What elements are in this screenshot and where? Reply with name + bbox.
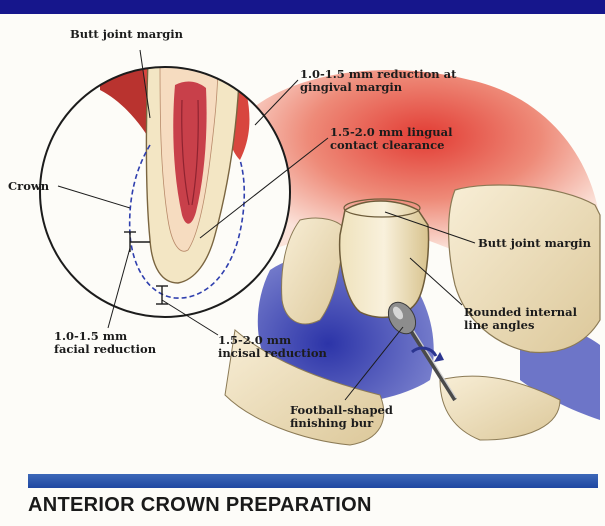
label-rounded-angles: Rounded internal line angles [464,306,577,332]
label-gingival-reduction: 1.0-1.5 mm reduction at gingival margin [300,68,456,94]
label-facial-reduction: 1.0-1.5 mm facial reduction [54,330,156,356]
header-band [0,0,605,14]
prepared-tooth [340,201,429,317]
page-title: ANTERIOR CROWN PREPARATION [28,494,372,517]
label-finishing-bur: Football-shaped finishing bur [290,404,393,430]
caption-bar [28,474,598,488]
label-butt-joint-top: Butt joint margin [70,28,183,41]
label-crown: Crown [8,180,49,193]
label-incisal-reduction: 1.5-2.0 mm incisal reduction [218,334,327,360]
label-butt-joint-right: Butt joint margin [478,237,591,250]
label-lingual-clearance: 1.5-2.0 mm lingual contact clearance [330,126,452,152]
